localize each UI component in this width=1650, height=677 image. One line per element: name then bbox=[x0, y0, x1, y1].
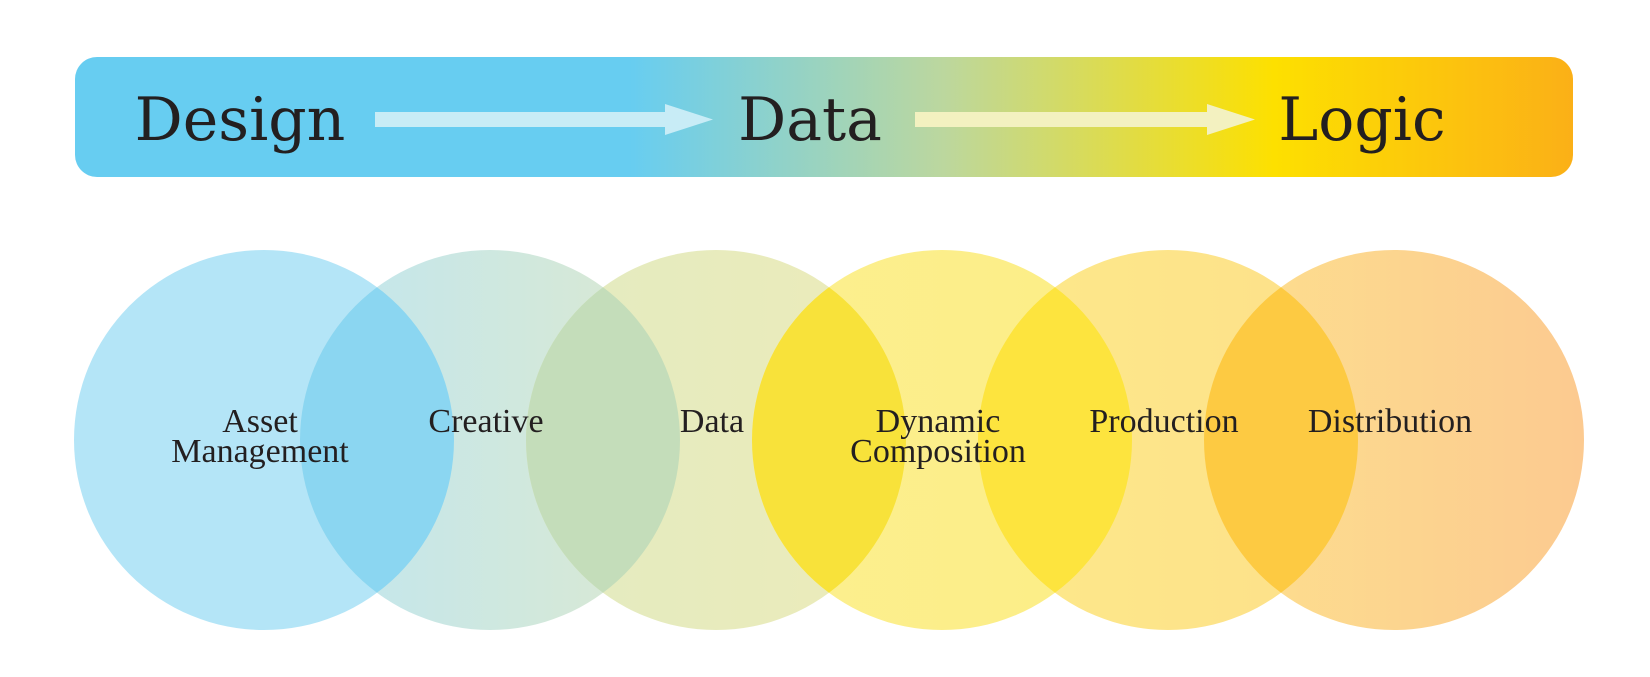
stage-overlap bbox=[1204, 250, 1358, 630]
stage-label-line: Production bbox=[1089, 403, 1238, 440]
stage-label: Creative bbox=[428, 403, 543, 440]
stage-label-line: Management bbox=[171, 433, 349, 470]
stage-label-line: Dynamic bbox=[876, 403, 1001, 440]
arrow-data-to-logic bbox=[915, 104, 1255, 135]
phase-label-data: Data bbox=[738, 85, 882, 155]
banner: Design Data Logic bbox=[75, 57, 1573, 177]
stage-overlap bbox=[300, 250, 454, 630]
stage-label-line: Data bbox=[680, 403, 744, 440]
stage-label-line: Distribution bbox=[1308, 403, 1472, 440]
phase-label-logic: Logic bbox=[1278, 85, 1445, 155]
stage-label: Distribution bbox=[1308, 403, 1472, 440]
arrow-design-to-data bbox=[375, 104, 713, 135]
stage-overlaps bbox=[300, 250, 1358, 630]
banner-background bbox=[75, 57, 1573, 177]
stage-label-line: Composition bbox=[850, 433, 1026, 470]
phase-label-design: Design bbox=[135, 85, 346, 155]
stage-overlap bbox=[752, 250, 906, 630]
stage-label: Data bbox=[680, 403, 744, 440]
stage-label-line: Asset bbox=[222, 403, 298, 440]
stage-label-line: Creative bbox=[428, 403, 543, 440]
stage-overlap bbox=[978, 250, 1132, 630]
stage-label: Production bbox=[1089, 403, 1238, 440]
stage-overlap bbox=[526, 250, 680, 630]
